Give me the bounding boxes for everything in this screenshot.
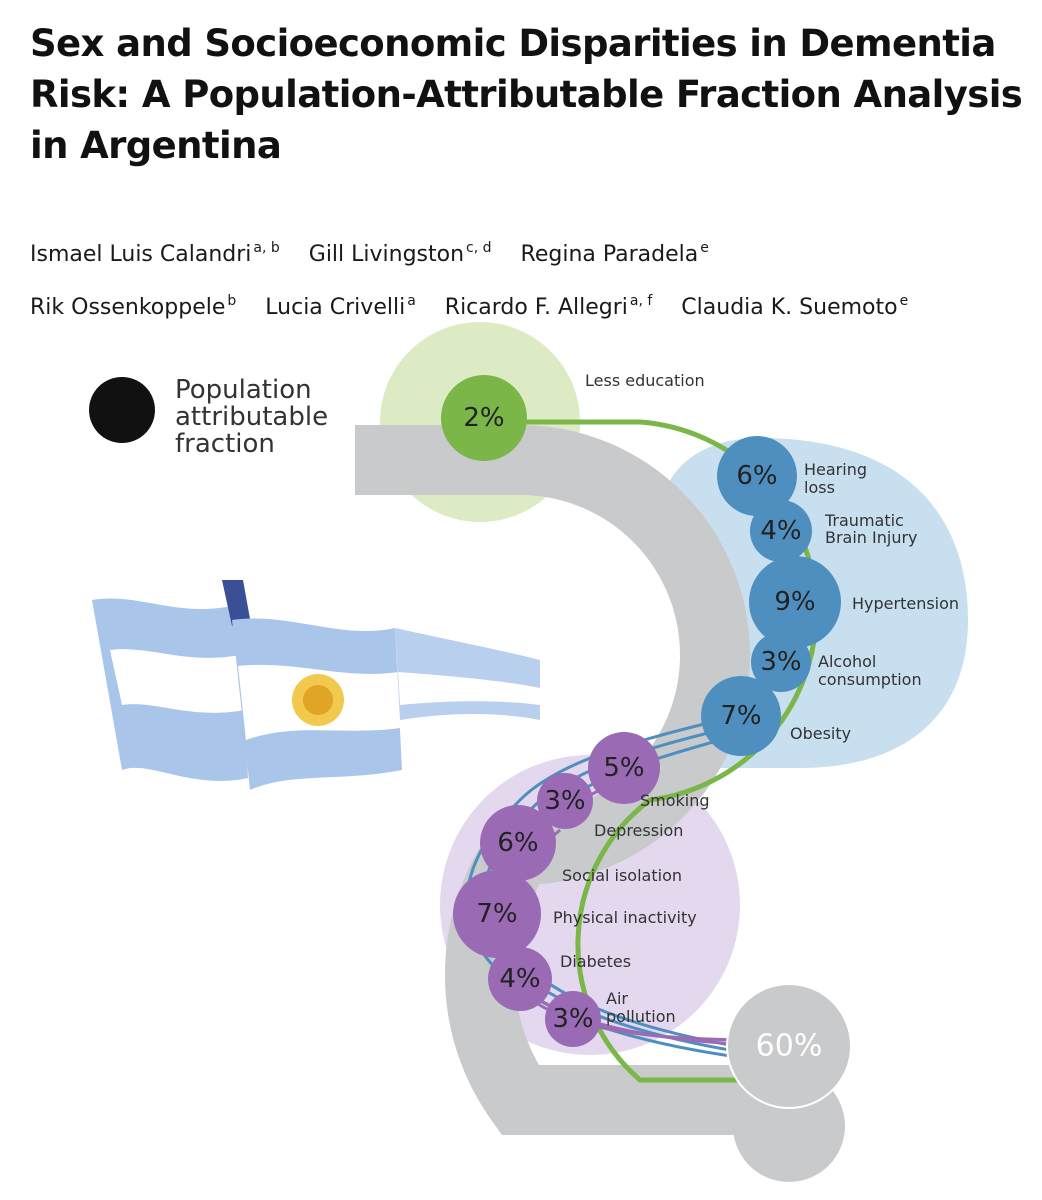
author-name: Lucia Crivelli xyxy=(265,295,406,320)
factor-value: 3% xyxy=(760,647,801,677)
legend: Population attributable fraction xyxy=(89,375,328,459)
author-name: Rik Ossenkoppele xyxy=(30,295,226,320)
sun-face xyxy=(303,685,333,715)
author-affiliation: a, b xyxy=(253,240,280,256)
road-start xyxy=(355,425,415,495)
factor-bubble xyxy=(750,500,812,562)
legend-line-3: fraction xyxy=(175,429,275,459)
author-name: Regina Paradela xyxy=(520,242,699,267)
factor-bubble xyxy=(545,991,601,1047)
factor-label: Depression xyxy=(594,821,683,840)
flag-right-white xyxy=(398,672,540,705)
legend-dot-icon xyxy=(89,377,155,443)
factor-value: 9% xyxy=(774,587,815,617)
factor-label: Alcohol xyxy=(818,652,876,671)
s-path xyxy=(355,425,760,1135)
factor-label: Obesity xyxy=(790,724,851,743)
author-affiliation: e xyxy=(700,240,709,256)
factor-bubble xyxy=(537,773,593,829)
factor-alcohol-consumption: 3% Alcohol consumption xyxy=(751,632,922,692)
factor-label: Brain Injury xyxy=(825,528,918,547)
factor-diabetes: 4% Diabetes xyxy=(488,947,631,1011)
paper-title: Sex and Socioeconomic Disparities in Dem… xyxy=(30,22,1023,167)
factor-bubble xyxy=(588,732,660,804)
factor-traumatic-brain-injury: 4% Traumatic Brain Injury xyxy=(750,500,918,562)
factor-bubble xyxy=(488,947,552,1011)
factor-smoking: 5% Smoking xyxy=(588,732,710,810)
author-affiliation: b xyxy=(227,293,237,309)
total-fraction: 60% xyxy=(726,983,852,1182)
factor-label: pollution xyxy=(606,1007,676,1026)
author-affiliation: a, f xyxy=(629,293,653,309)
factor-bubble xyxy=(749,556,841,648)
author-name: Ricardo F. Allegri xyxy=(444,295,628,320)
factor-label: consumption xyxy=(818,670,922,689)
factor-social-isolation: 6% Social isolation xyxy=(480,805,682,885)
flag-shadow xyxy=(222,580,252,630)
factor-label: loss xyxy=(804,478,835,497)
factor-value: 7% xyxy=(720,701,761,731)
factor-label: Diabetes xyxy=(560,952,631,971)
factor-label: Air xyxy=(606,989,628,1008)
factor-value: 2% xyxy=(463,403,504,433)
factor-label: Less education xyxy=(585,371,705,390)
factor-obesity: 7% Obesity xyxy=(701,676,851,756)
factor-label: Hypertension xyxy=(852,594,959,613)
author-name: Ismael Luis Calandri xyxy=(30,242,252,267)
flag-left-white xyxy=(110,649,245,713)
argentina-flag xyxy=(92,580,540,790)
factor-less-education: 2% Less education xyxy=(441,371,705,461)
factor-physical-inactivity: 7% Physical inactivity xyxy=(453,870,697,958)
author-affiliation: a xyxy=(407,293,416,309)
factor-hypertension: 9% Hypertension xyxy=(749,556,959,648)
factor-bubble xyxy=(441,375,527,461)
factor-bubble xyxy=(717,436,797,516)
factor-value: 6% xyxy=(497,828,538,858)
factor-label: Physical inactivity xyxy=(553,908,697,927)
author-affiliation: c, d xyxy=(466,240,492,256)
factor-label: Social isolation xyxy=(562,866,682,885)
factor-value: 4% xyxy=(499,964,540,994)
factor-label: Traumatic xyxy=(824,511,904,530)
total-value: 60% xyxy=(756,1029,823,1064)
legend-line-1: Population xyxy=(175,375,312,405)
gray-road xyxy=(355,425,760,1135)
factor-label: Smoking xyxy=(640,791,710,810)
factor-air-pollution: 3% Air pollution xyxy=(545,989,676,1047)
factor-value: 3% xyxy=(552,1004,593,1034)
factor-value: 5% xyxy=(603,753,644,783)
factor-bubble xyxy=(701,676,781,756)
factor-hearing-loss: 6% Hearing loss xyxy=(717,436,867,516)
factor-value: 6% xyxy=(736,461,777,491)
factor-bubble xyxy=(480,805,556,881)
factor-depression: 3% Depression xyxy=(537,773,683,840)
author-affiliation: e xyxy=(899,293,909,309)
factor-value: 7% xyxy=(476,899,517,929)
factor-value: 3% xyxy=(544,786,585,816)
factor-label: Hearing xyxy=(804,460,867,479)
author-name: Claudia K. Suemoto xyxy=(681,295,898,320)
author-name: Gill Livingston xyxy=(308,242,465,267)
factor-bubble xyxy=(453,870,541,958)
factor-value: 4% xyxy=(760,516,801,546)
legend-line-2: attributable xyxy=(175,402,328,432)
total-bubble xyxy=(726,983,852,1109)
factor-bubble xyxy=(751,632,811,692)
